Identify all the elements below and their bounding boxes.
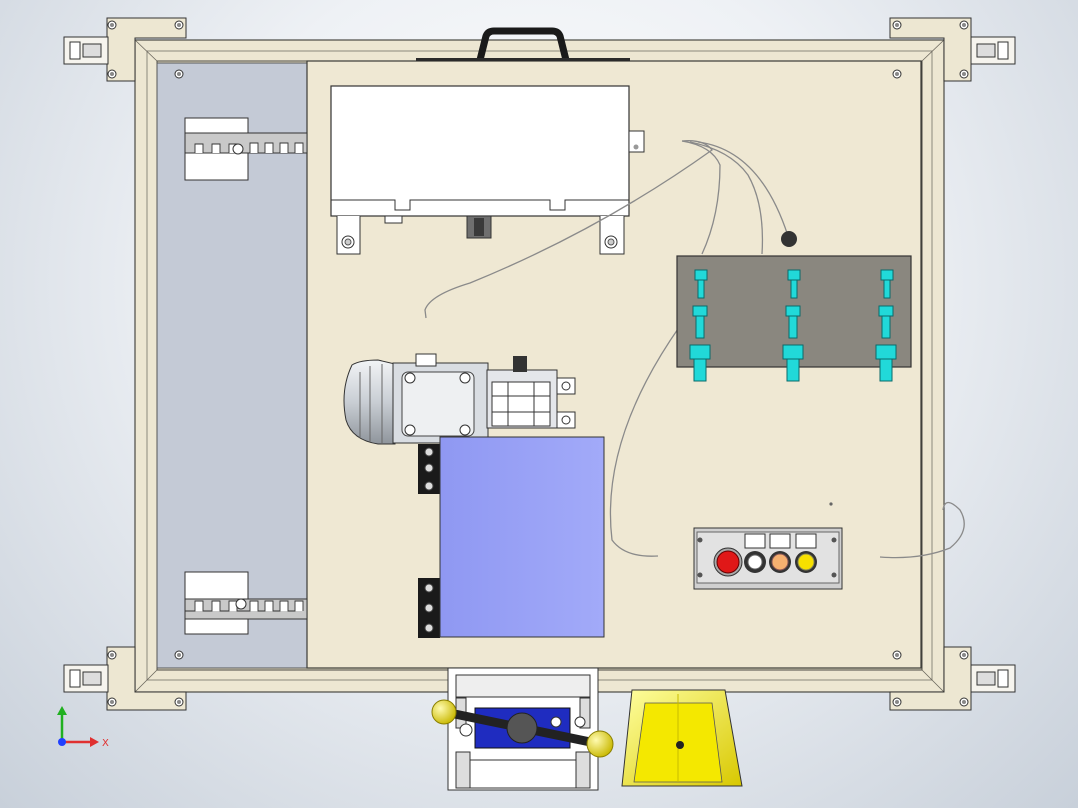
hinge-bracket-icon: [970, 664, 1016, 693]
corner-bracket-top-right: [889, 17, 972, 82]
hinge-bracket-icon: [970, 36, 1016, 65]
hinge-bracket-icon: [63, 664, 109, 693]
axis-triad: X: [57, 706, 109, 749]
hydraulic-tank[interactable]: [418, 436, 605, 638]
cable-gland: [781, 231, 797, 247]
hinge-bracket-icon: [63, 36, 109, 65]
emergency-stop-icon[interactable]: [713, 547, 743, 577]
gear-rack-top: [184, 117, 308, 181]
axis-x-label: X: [102, 738, 109, 749]
corner-bracket-bottom-left: [106, 646, 187, 711]
gear-rack-bottom: [184, 571, 308, 635]
padlock-icon[interactable]: [431, 667, 614, 791]
indicator-lamp-icon[interactable]: [795, 551, 817, 573]
top-handle-icon[interactable]: [416, 27, 630, 61]
gearmotor-icon[interactable]: [343, 353, 576, 445]
latch-cover[interactable]: [621, 689, 743, 787]
indicator-lamp-icon[interactable]: [744, 551, 766, 573]
corner-bracket-bottom-right: [889, 646, 972, 711]
electrical-box[interactable]: [330, 85, 645, 255]
control-panel[interactable]: [693, 527, 843, 590]
terminal-connector-icon[interactable]: [689, 269, 711, 382]
indicator-lamp-icon[interactable]: [769, 551, 791, 573]
connector-plate[interactable]: [676, 255, 912, 382]
terminal-connector-icon[interactable]: [782, 269, 804, 382]
wiring: [424, 140, 965, 559]
terminal-connector-icon[interactable]: [875, 269, 897, 382]
axis-z-dot: [58, 738, 66, 746]
corner-bracket-top-left: [106, 17, 187, 82]
